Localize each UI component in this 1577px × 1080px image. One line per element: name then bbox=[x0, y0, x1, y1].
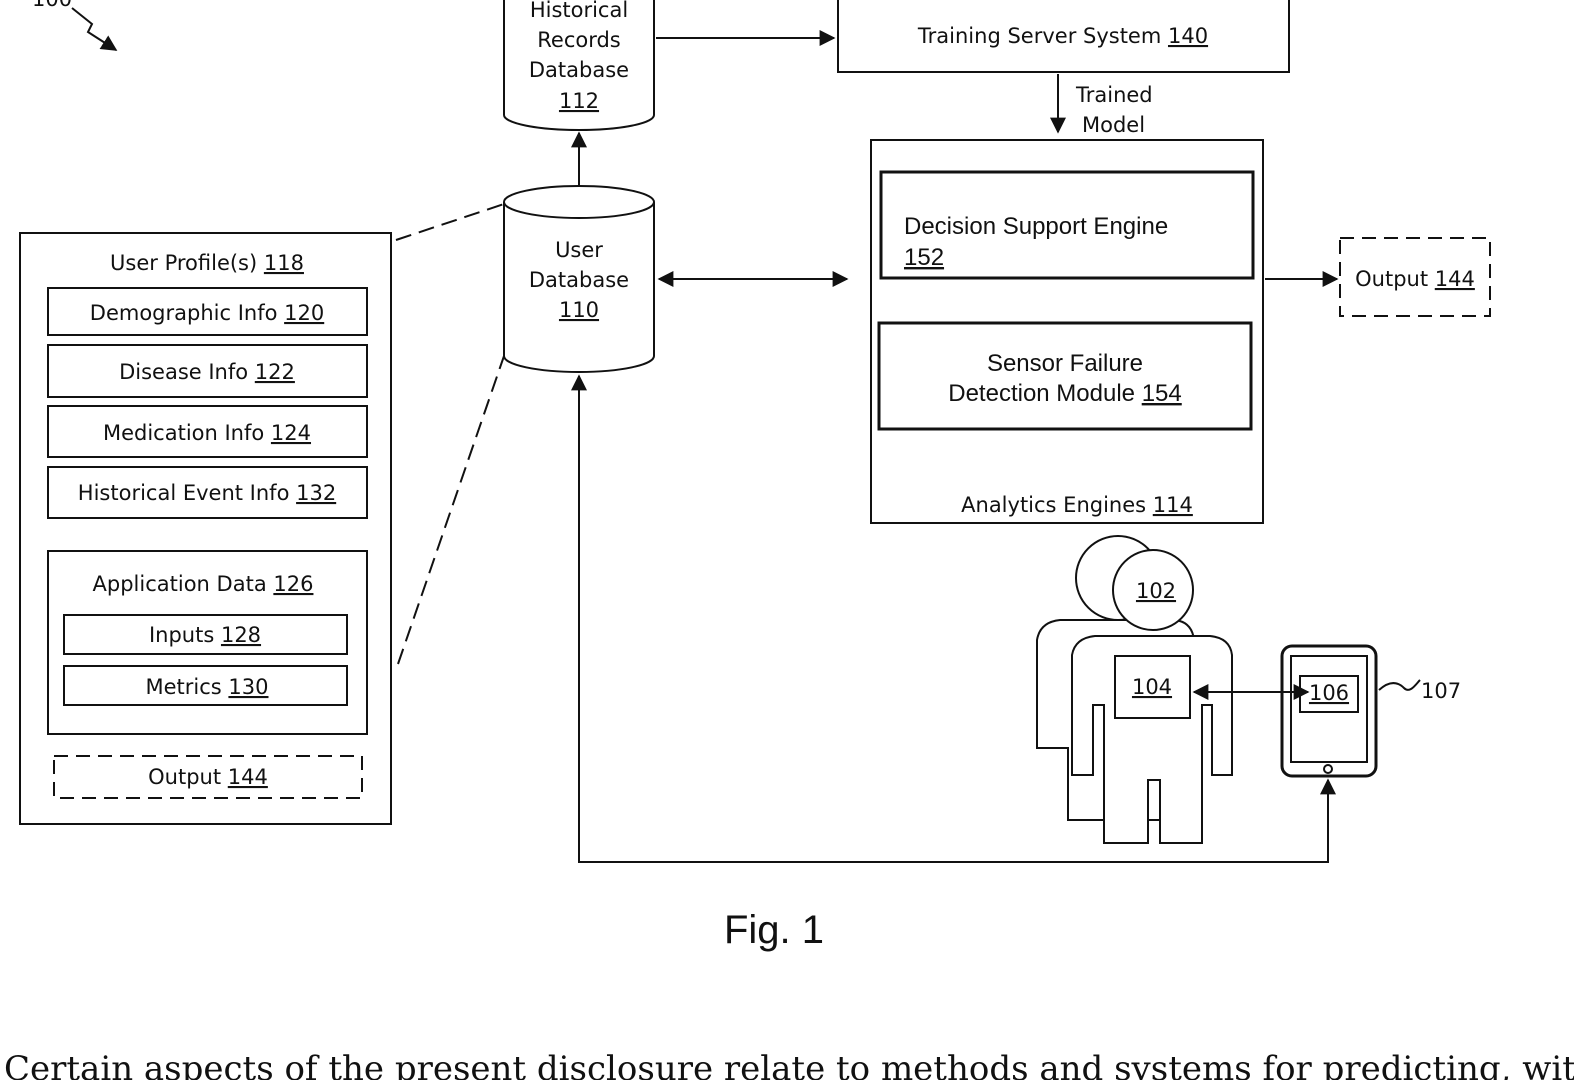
svg-text:Historical Event Info 132: Historical Event Info 132 bbox=[78, 481, 336, 505]
mobile-device: 106 bbox=[1282, 646, 1376, 776]
inputs-label: Inputs bbox=[149, 623, 221, 647]
user-profiles-title: User Profile(s) bbox=[110, 251, 264, 275]
user-db-ref: 110 bbox=[559, 298, 599, 322]
output-left-label: Output bbox=[148, 765, 228, 789]
sensor-failure-ref: 154 bbox=[1142, 380, 1182, 407]
analytics-engines: Decision Support Engine 152 Sensor Failu… bbox=[871, 140, 1263, 523]
user-figures: 102 104 bbox=[1037, 536, 1232, 843]
svg-text:Output 144: Output 144 bbox=[148, 765, 268, 789]
device-home-button bbox=[1324, 765, 1332, 773]
user-database: User Database 110 bbox=[504, 186, 654, 372]
historical-db-line-3: Database bbox=[529, 58, 629, 82]
historical-db-line-1: Historical bbox=[530, 0, 628, 22]
output-right: Output 144 bbox=[1340, 238, 1490, 316]
decision-support-label: Decision Support Engine bbox=[904, 213, 1168, 240]
disease-info-label: Disease Info bbox=[119, 360, 255, 384]
system-zigzag-arrow bbox=[72, 8, 116, 50]
system-reference: 100 bbox=[32, 0, 116, 50]
trained-model-line-2: Model bbox=[1082, 113, 1145, 137]
application-data-title: Application Data bbox=[93, 572, 274, 596]
device-ref: 106 bbox=[1309, 681, 1349, 705]
training-server-ref: 140 bbox=[1168, 24, 1208, 48]
disease-info-ref: 122 bbox=[255, 360, 295, 384]
demographic-info-label: Demographic Info bbox=[90, 301, 284, 325]
metrics-label: Metrics bbox=[146, 675, 229, 699]
sensor-failure-line-1: Sensor Failure bbox=[987, 350, 1143, 377]
user-db-line-2: Database bbox=[529, 268, 629, 292]
training-server-system: Training Server System 140 bbox=[838, 0, 1289, 72]
svg-text:Inputs 128: Inputs 128 bbox=[149, 623, 261, 647]
svg-text:User Profile(s) 118: User Profile(s) 118 bbox=[110, 251, 304, 275]
training-server-label: Training Server System bbox=[917, 24, 1168, 48]
decision-support-ref: 152 bbox=[904, 244, 944, 271]
svg-text:Demographic Info 120: Demographic Info 120 bbox=[90, 301, 324, 325]
medication-info-label: Medication Info bbox=[103, 421, 271, 445]
user-profiles-ref: 118 bbox=[264, 251, 304, 275]
historical-records-database: Historical Records Database 112 bbox=[504, 0, 654, 130]
svg-text:Analytics Engines 114: Analytics Engines 114 bbox=[961, 493, 1193, 517]
svg-text:Application Data 126: Application Data 126 bbox=[93, 572, 314, 596]
dashed-connector-bottom bbox=[398, 356, 504, 664]
analytics-label: Analytics Engines bbox=[961, 493, 1153, 517]
application-data-ref: 126 bbox=[273, 572, 313, 596]
analytics-ref: 114 bbox=[1153, 493, 1193, 517]
historical-event-info-ref: 132 bbox=[296, 481, 336, 505]
metrics-ref: 130 bbox=[228, 675, 268, 699]
svg-text:Disease Info 122: Disease Info 122 bbox=[119, 360, 295, 384]
system-label: 100 bbox=[32, 0, 72, 11]
svg-text:Medication Info 124: Medication Info 124 bbox=[103, 421, 311, 445]
inputs-ref: 128 bbox=[221, 623, 261, 647]
historical-event-info-label: Historical Event Info bbox=[78, 481, 296, 505]
bottom-paragraph-text: Certain aspects of the present disclosur… bbox=[4, 1052, 1574, 1080]
figure-caption: Fig. 1 bbox=[724, 908, 824, 952]
user-db-line-1: User bbox=[555, 238, 603, 262]
demographic-info-ref: 120 bbox=[284, 301, 324, 325]
user-profiles: User Profile(s) 118 Demographic Info 120… bbox=[20, 233, 391, 824]
svg-text:Detection Module 154: Detection Module 154 bbox=[948, 380, 1182, 407]
dashed-connector-top bbox=[396, 204, 504, 240]
medication-info-ref: 124 bbox=[271, 421, 311, 445]
svg-text:Output 144: Output 144 bbox=[1355, 267, 1475, 291]
historical-db-line-2: Records bbox=[537, 28, 621, 52]
sensor-failure-line-2: Detection Module bbox=[948, 380, 1141, 407]
device-label: 107 bbox=[1421, 679, 1461, 703]
historical-db-ref: 112 bbox=[559, 89, 599, 113]
svg-text:Metrics 130: Metrics 130 bbox=[146, 675, 269, 699]
device-squiggle bbox=[1379, 680, 1420, 690]
user-ref: 102 bbox=[1136, 579, 1176, 603]
svg-text:Training Server System 140: Training Server System 140 bbox=[917, 24, 1208, 48]
trained-model-line-1: Trained bbox=[1075, 83, 1153, 107]
output-left-ref: 144 bbox=[228, 765, 268, 789]
output-right-label: Output bbox=[1355, 267, 1435, 291]
output-right-ref: 144 bbox=[1435, 267, 1475, 291]
sensor-ref: 104 bbox=[1132, 675, 1172, 699]
